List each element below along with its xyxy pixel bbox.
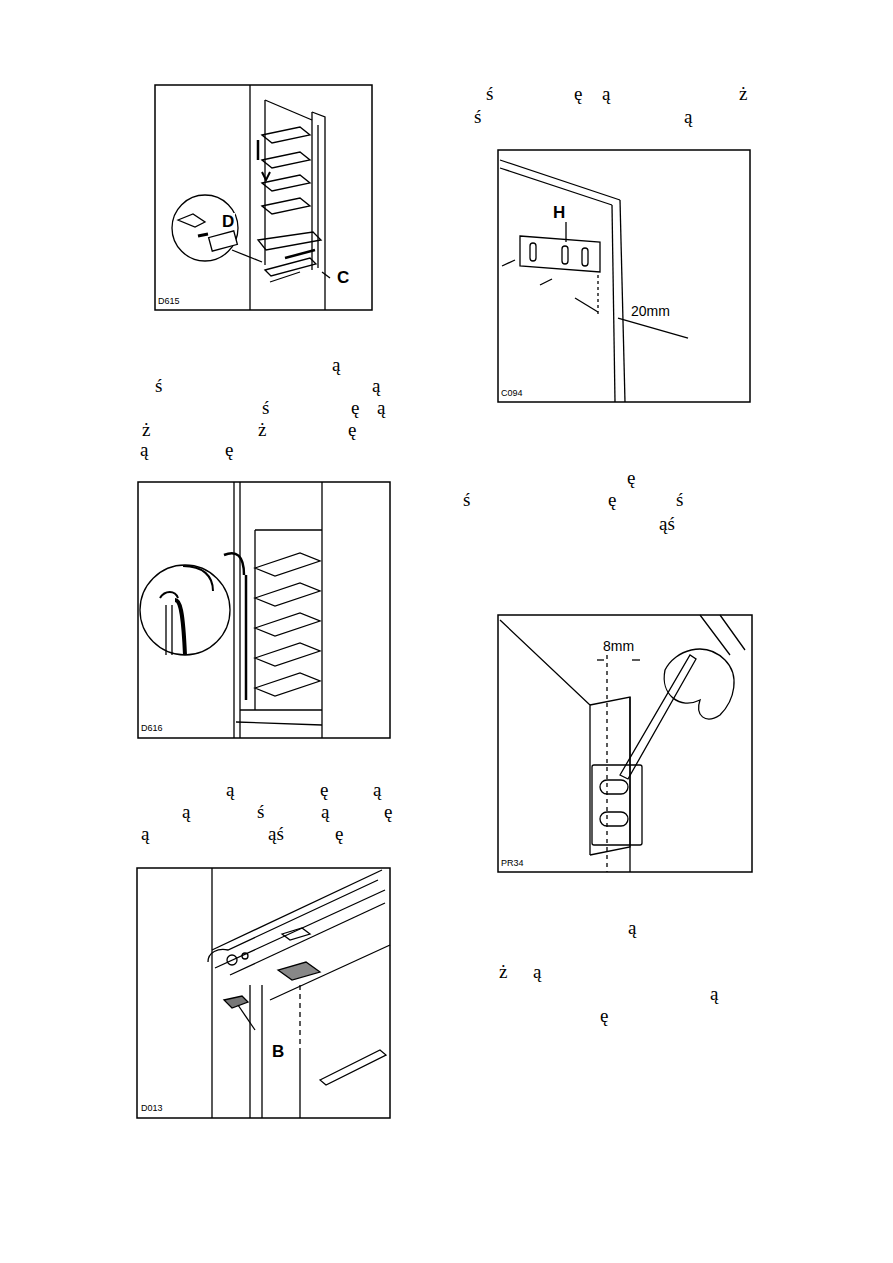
text-fragment: ś — [155, 376, 162, 395]
figure-c094 — [498, 150, 750, 402]
callout-letter: C — [336, 269, 350, 286]
figure-d615 — [155, 85, 372, 310]
dimension: 8mm — [602, 639, 635, 653]
figure-code: D615 — [158, 297, 180, 306]
figure-code: PR34 — [501, 859, 524, 868]
text-fragment: ę — [335, 824, 343, 843]
text-fragment: ś — [486, 84, 493, 103]
text-fragment: ś — [262, 398, 269, 417]
text-fragment: ś — [463, 490, 470, 509]
callout-letter: H — [552, 204, 566, 221]
text-fragment: ą — [226, 780, 234, 799]
figure-code: D013 — [141, 1104, 163, 1113]
text-fragment: ą — [533, 962, 541, 981]
text-fragment: ę — [627, 468, 635, 487]
dimension: 20mm — [630, 304, 671, 318]
figure-d013 — [137, 868, 390, 1118]
figure-d616 — [138, 482, 390, 738]
text-fragment: ż — [499, 962, 507, 981]
text-fragment: ż — [258, 420, 266, 439]
text-fragment: ę — [225, 440, 233, 459]
text-fragment: ś — [676, 490, 683, 509]
figure-pr34 — [498, 615, 752, 872]
text-fragment: ż — [142, 420, 150, 439]
text-fragment: ę — [574, 84, 582, 103]
text-fragment: ą — [372, 376, 380, 395]
text-fragment: ę — [608, 490, 616, 509]
text-fragment: ą — [332, 355, 340, 374]
text-fragment: ą — [182, 802, 190, 821]
figure-code: C094 — [501, 389, 523, 398]
callout-letter: D — [221, 213, 235, 230]
text-fragment: ś — [474, 107, 481, 126]
text-fragment: ą — [628, 918, 636, 937]
text-fragment: ą — [602, 84, 610, 103]
text-fragment: ą — [321, 802, 329, 821]
text-fragment: ą — [373, 780, 381, 799]
text-fragment: ż — [739, 84, 747, 103]
figure-code: D616 — [141, 724, 163, 733]
text-fragment: ą — [377, 398, 385, 417]
callout-letter: B — [271, 1043, 285, 1060]
text-fragment: ś — [257, 802, 264, 821]
text-fragment: ą — [141, 824, 149, 843]
text-fragment: ę — [348, 420, 356, 439]
text-fragment: ę — [600, 1006, 608, 1025]
text-fragment: ą — [684, 107, 692, 126]
text-fragment: ę — [384, 802, 392, 821]
text-fragment: ę — [320, 780, 328, 799]
text-fragment: ąś — [268, 824, 284, 843]
text-fragment: ą — [710, 984, 718, 1003]
text-fragment: ę — [351, 398, 359, 417]
text-fragment: ą — [140, 440, 148, 459]
text-fragment: ąś — [659, 514, 675, 533]
